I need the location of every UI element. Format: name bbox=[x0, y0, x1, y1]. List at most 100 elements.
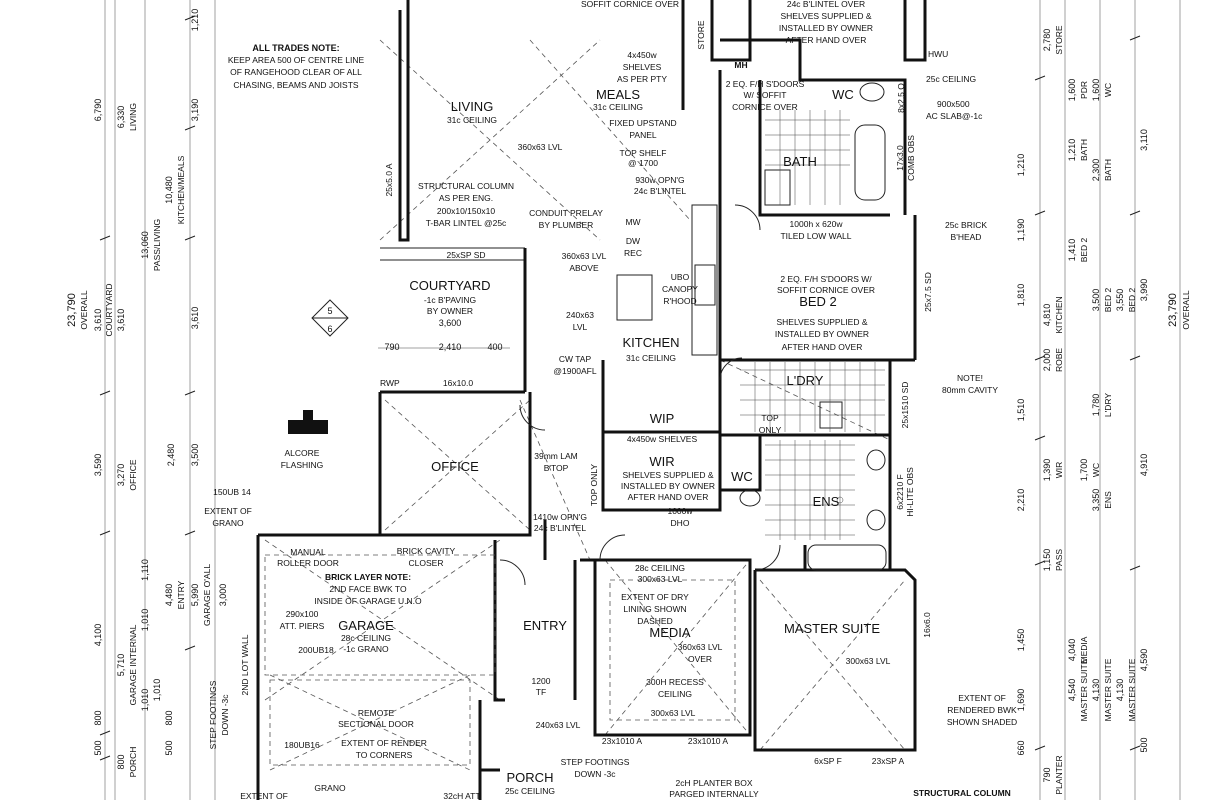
courtyard-dim: 400 bbox=[487, 342, 502, 352]
annotation: CANOPY bbox=[662, 284, 698, 294]
kitchen-bench bbox=[691, 204, 718, 356]
annotation: 300x63 LVL bbox=[846, 656, 891, 666]
annotation: 6x2210 F bbox=[895, 474, 905, 509]
ceiling-diagonals bbox=[264, 39, 906, 771]
structural-column-note: STRUCTURAL COLUMN AS PER ENG. STRUCTURAL… bbox=[418, 181, 1011, 798]
left-chain-3: 5,990 bbox=[190, 584, 200, 607]
kitchen-island bbox=[616, 274, 653, 321]
room-wc-upper: WC bbox=[832, 87, 854, 102]
annotation: STEP FOOTINGS bbox=[561, 757, 630, 767]
tile-grid bbox=[740, 110, 885, 540]
right-chain-2: 4,040 bbox=[1067, 639, 1077, 662]
annotation: SHELVES SUPPLIED & bbox=[780, 11, 871, 21]
annotation: PARGED INTERNALLY bbox=[669, 789, 759, 799]
right-chain-2: 1,700 bbox=[1079, 459, 1089, 482]
right-chain-3: PLANTER bbox=[1054, 755, 1064, 794]
left-chain-3: 1,210 bbox=[190, 9, 200, 32]
annotation: 200x10/150x10 bbox=[437, 206, 495, 216]
brick-layer-line: INSIDE OF GARAGE U.N.O bbox=[314, 596, 422, 606]
annotation: REC bbox=[624, 248, 642, 258]
left-chain-3: 4,480 bbox=[164, 584, 174, 607]
annotation: TO CORNERS bbox=[356, 750, 413, 760]
annotation: 300x63 LVL bbox=[651, 708, 696, 718]
room-kitchen: KITCHEN bbox=[622, 335, 679, 350]
right-chain-2: PDR bbox=[1079, 81, 1089, 99]
annotation: LVL bbox=[573, 322, 588, 332]
left-chain-2: 6,330 bbox=[116, 106, 126, 129]
annotation: W/ SOFFIT bbox=[744, 90, 787, 100]
annotation: 24c B'LINTEL bbox=[534, 523, 586, 533]
left-chain-2: 5,710 bbox=[116, 654, 126, 677]
brick-layer-note: BRICK LAYER NOTE: 2ND FACE BWK TO INSIDE… bbox=[314, 572, 422, 606]
right-chain-2: 1,600 bbox=[1091, 79, 1101, 102]
room-porch: PORCH bbox=[507, 770, 554, 785]
room-bath: BATH bbox=[783, 154, 817, 169]
left-overall-value: 23,790 bbox=[66, 293, 78, 327]
left-chain-3: 3,610 bbox=[190, 307, 200, 330]
annotation: STEP FOOTINGS bbox=[208, 680, 218, 749]
annotation: DOWN -3c bbox=[220, 694, 230, 736]
annotation: 1410w OPN'G bbox=[533, 512, 587, 522]
annotation: B'TOP bbox=[544, 463, 569, 473]
left-chain-1: 3,610 bbox=[93, 309, 103, 332]
right-chain-3: 1,390 bbox=[1042, 459, 1052, 482]
left-chain-2: 800 bbox=[116, 754, 126, 769]
annotation: 23x1010 A bbox=[688, 736, 729, 746]
annotation: SHELVES bbox=[623, 62, 662, 72]
all-trades-note: ALL TRADES NOTE: KEEP AREA 500 OF CENTRE… bbox=[228, 43, 365, 90]
section-marker-bottom: 6 bbox=[327, 324, 332, 334]
right-chain-3: 1,190 bbox=[1016, 219, 1026, 242]
ens-basin-icon bbox=[866, 449, 886, 471]
room-garage: GARAGE bbox=[338, 618, 394, 633]
annotation: REMOTE bbox=[358, 708, 395, 718]
annotation: 4x450w bbox=[627, 50, 657, 60]
courtyard-dim: 3,600 bbox=[439, 318, 462, 328]
room-wip: WIP bbox=[650, 411, 675, 426]
annotation: 17x3.0 bbox=[895, 145, 905, 171]
right-chain-3: WIR bbox=[1054, 462, 1064, 479]
all-trades-line: CHASING, BEAMS AND JOISTS bbox=[233, 80, 358, 90]
annotation: RWP bbox=[380, 378, 400, 388]
annotation: 240x63 bbox=[566, 310, 594, 320]
room-office: OFFICE bbox=[431, 459, 479, 474]
left-chain-1: 500 bbox=[93, 740, 103, 755]
room-living-ceiling: 31c CEILING bbox=[447, 115, 497, 125]
annotation: 240x63 LVL bbox=[536, 720, 581, 730]
annotation: OVER bbox=[688, 654, 712, 664]
left-chain-2: COURTYARD bbox=[104, 283, 114, 336]
right-chain-3: ROBE bbox=[1054, 348, 1064, 372]
annotation: SHELVES SUPPLIED & bbox=[622, 470, 713, 480]
annotation: 80mm CAVITY bbox=[942, 385, 998, 395]
right-dimensions: 23,790 OVERALL 3,110 3,990 4,910 4,590 5… bbox=[1016, 25, 1191, 794]
room-ensuite: ENS bbox=[813, 494, 840, 509]
annotation: 16x10.0 bbox=[443, 378, 474, 388]
annotation: @1900AFL bbox=[553, 366, 596, 376]
right-chain-2: BED 2 bbox=[1103, 287, 1113, 312]
left-chain-3: 1,110 bbox=[140, 559, 150, 581]
annotation: DASHED bbox=[637, 616, 672, 626]
annotation: 4x450w SHELVES bbox=[627, 434, 698, 444]
right-chain-3: 1,210 bbox=[1016, 154, 1026, 177]
right-chain-2: MASTER SUITE bbox=[1127, 658, 1137, 721]
annotation: ROLLER DOOR bbox=[277, 558, 339, 568]
annotation: SECTIONAL DOOR bbox=[338, 719, 414, 729]
annotation: 150UB 14 bbox=[213, 487, 251, 497]
annotation: HWU bbox=[928, 49, 948, 59]
left-chain-3: 3,190 bbox=[190, 99, 200, 122]
annotation: AFTER HAND OVER bbox=[628, 492, 709, 502]
left-chain-1: 6,790 bbox=[93, 99, 103, 122]
annotation: LINING SHOWN bbox=[623, 604, 686, 614]
left-chain-2: PORCH bbox=[128, 747, 138, 778]
room-laundry: L'DRY bbox=[787, 373, 824, 388]
annotation: TOP bbox=[761, 413, 779, 423]
annotation: EXTENT OF DRY bbox=[621, 592, 689, 602]
left-chain-1: 800 bbox=[93, 710, 103, 725]
annotation: SOFFIT CORNICE OVER bbox=[777, 285, 875, 295]
section-marker-symbol: 5 6 bbox=[311, 299, 349, 337]
annotation: 28c CEILING bbox=[635, 563, 685, 573]
right-chain-2: BATH bbox=[1079, 139, 1089, 161]
all-trades-title: ALL TRADES NOTE: bbox=[252, 43, 339, 53]
annotation: FIXED UPSTAND bbox=[609, 118, 676, 128]
right-chain-3: KITCHEN bbox=[1054, 296, 1064, 333]
